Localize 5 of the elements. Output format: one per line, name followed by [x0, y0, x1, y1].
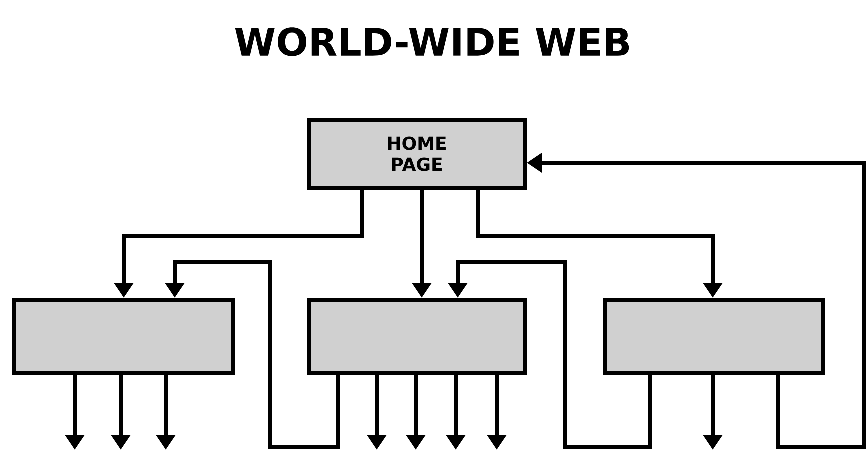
- title: WORLD-WIDE WEB: [235, 28, 630, 56]
- page-box: [603, 298, 825, 375]
- page-box: [12, 298, 235, 375]
- page-box: [307, 298, 527, 375]
- home-page-box: HOME PAGE: [307, 118, 527, 190]
